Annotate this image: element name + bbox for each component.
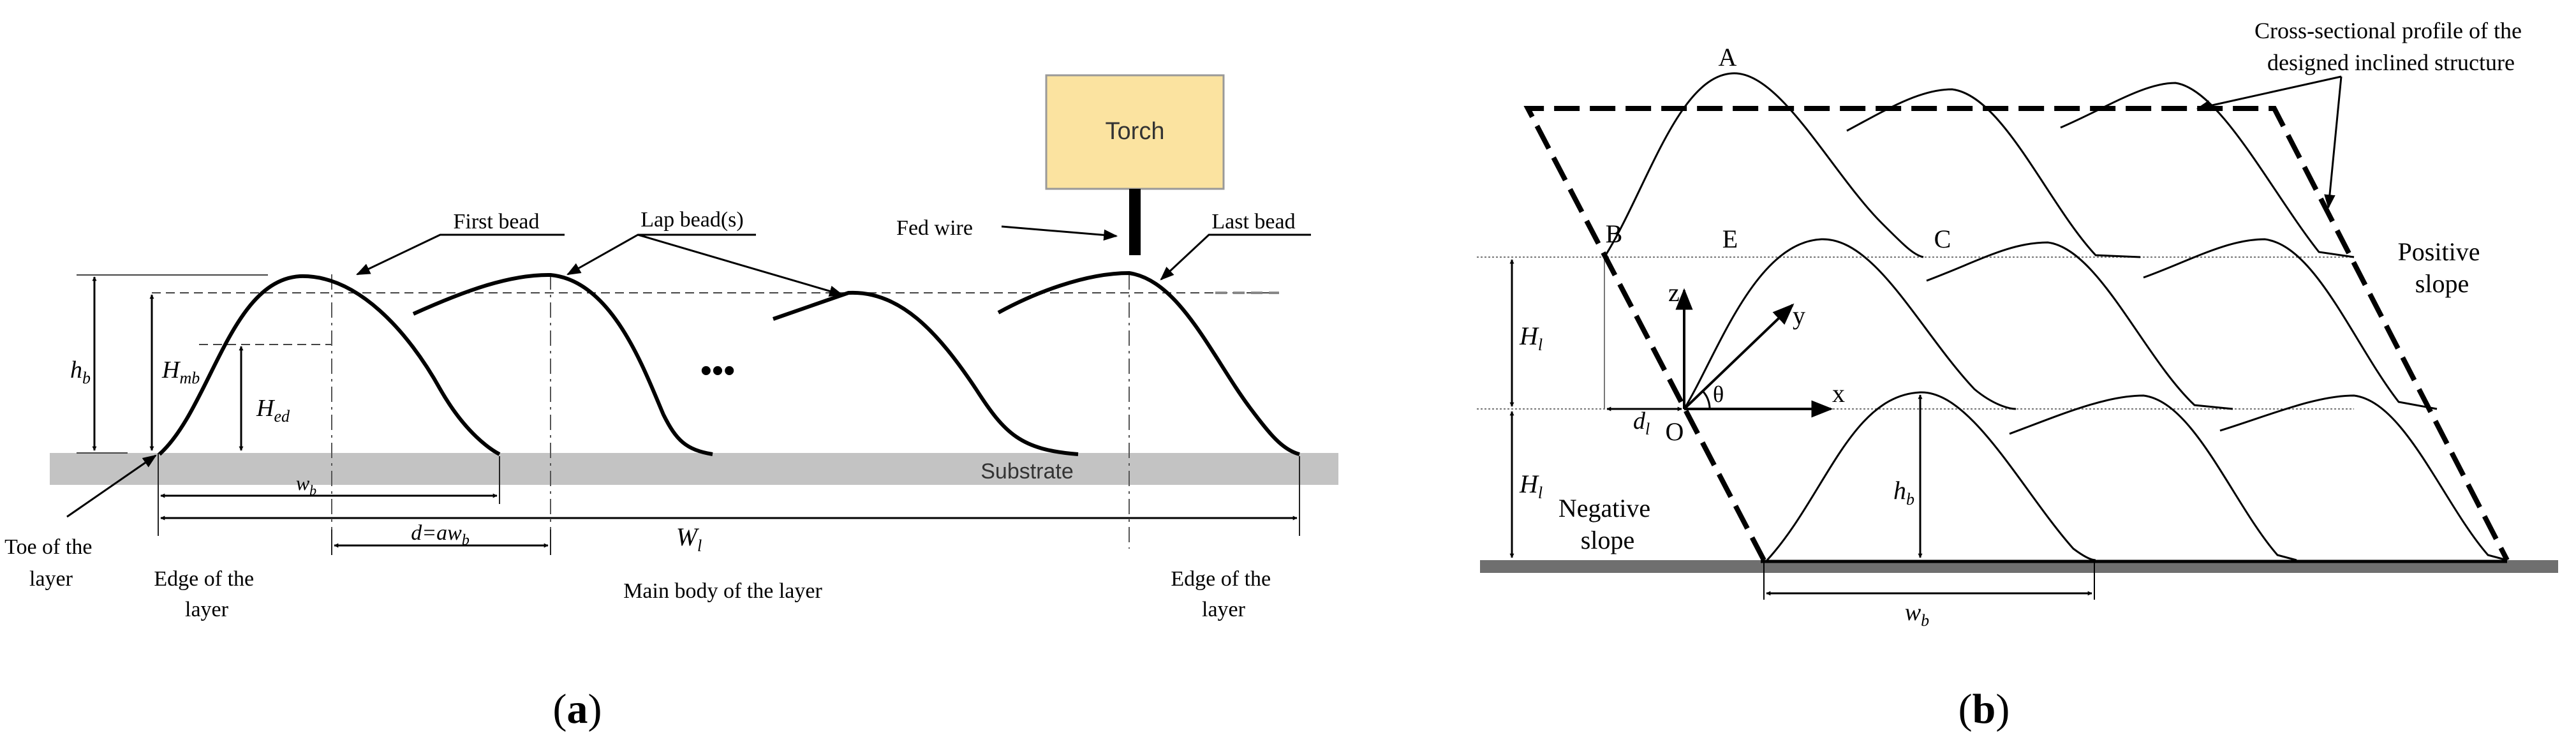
structure-profile — [1523, 106, 2510, 561]
bead-top-3 — [2060, 82, 2355, 258]
bead-E — [1683, 238, 2017, 410]
wb-label-a: wb — [296, 471, 316, 498]
axis-x-label: x — [1832, 379, 1845, 408]
lap-bead-2-curve — [773, 290, 1079, 456]
cross-section-label: Cross-sectional profile of the designed … — [2254, 18, 2528, 75]
torch-label: Torch — [1106, 118, 1165, 145]
d-label: d=awb — [411, 521, 470, 549]
cross-leader-2 — [2324, 76, 2343, 209]
bead-bottom-3 — [2219, 394, 2508, 561]
point-C: C — [1934, 225, 1951, 253]
toe-label: Toe of the layer — [4, 535, 98, 591]
lap-bead-leader-1 — [566, 233, 756, 276]
caption-b: (b) — [1958, 686, 2010, 732]
point-A: A — [1719, 43, 1737, 71]
hl-top-label: Hl — [1519, 322, 1543, 354]
bead-bottom-1 — [1766, 391, 2096, 561]
fed-wire-leader — [1001, 225, 1118, 241]
hed-label: Hed — [256, 395, 290, 426]
ellipsis-a: ••• — [700, 352, 736, 389]
theta-label: θ — [1713, 382, 1724, 407]
hmb-label: Hmb — [161, 357, 200, 387]
caption-a: (a) — [553, 686, 602, 732]
dl-label: dl — [1633, 408, 1650, 438]
axis-y-label: y — [1793, 301, 1805, 330]
first-bead-leader — [356, 233, 565, 276]
bead-mid-3 — [2143, 238, 2438, 410]
hb-label-b: hb — [1893, 476, 1914, 508]
main-body-label: Main body of the layer — [623, 579, 822, 603]
positive-slope-label: Positive slope — [2398, 237, 2487, 298]
bead-A — [1603, 72, 1924, 258]
torch-box — [1045, 74, 1225, 190]
fed-wire-label: Fed wire — [896, 216, 973, 240]
lap-bead-leader-2 — [637, 233, 844, 297]
point-B: B — [1606, 219, 1623, 248]
substrate-label: Substrate — [981, 459, 1074, 484]
hl-bottom-label: Hl — [1519, 470, 1543, 502]
fed-wire — [1129, 189, 1141, 255]
y-axis — [1683, 303, 1795, 410]
last-bead-leader — [1160, 233, 1311, 281]
axis-z-label: z — [1668, 278, 1680, 307]
point-E: E — [1722, 225, 1738, 253]
first-bead-label: First bead — [453, 210, 539, 233]
toe-leader — [66, 454, 157, 518]
edge-right-label: Edge of the layer — [1171, 567, 1276, 621]
bead-bottom-2 — [2009, 394, 2297, 561]
last-bead-curve — [997, 271, 1300, 456]
substrate-a — [50, 453, 1338, 485]
cross-leader-1 — [2196, 75, 2342, 112]
wl-label: Wl — [676, 523, 702, 555]
lap-beads-label: Lap bead(s) — [640, 208, 743, 232]
substrate-b — [1480, 560, 2558, 573]
hb-label-a: hb — [70, 357, 91, 387]
edge-left-label: Edge of the layer — [154, 567, 259, 621]
theta-arc — [1701, 389, 1711, 410]
panel-a: Substrate Torch ••• — [4, 74, 1338, 732]
bead-mid-2 — [1926, 241, 2233, 410]
negative-slope-label: Negative slope — [1558, 494, 1657, 554]
first-bead-curve — [158, 274, 501, 456]
last-bead-label: Last bead — [1211, 210, 1295, 233]
bead-top-2 — [1846, 88, 2141, 258]
lap-bead-1-curve — [412, 272, 713, 456]
panel-b: A B E C O x y z θ Hl Hl dl hb wb Cross-s… — [1477, 18, 2558, 732]
wb-label-b: wb — [1905, 599, 1929, 630]
point-O: O — [1666, 417, 1684, 446]
